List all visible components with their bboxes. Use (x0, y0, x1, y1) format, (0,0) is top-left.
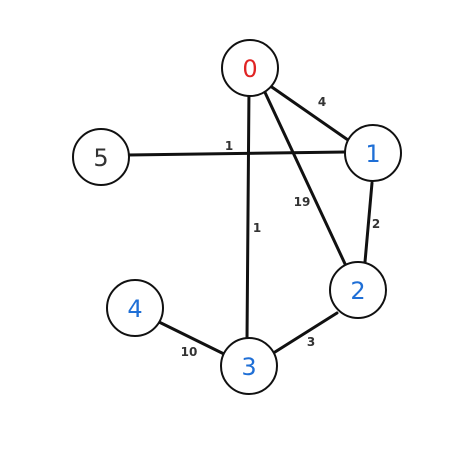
node-0: 0 (221, 39, 279, 97)
edges-layer (126, 81, 374, 356)
edge-weight-2-3: 3 (307, 335, 315, 349)
node-label-2: 2 (350, 277, 365, 305)
node-circle-2 (329, 261, 387, 319)
node-circle-5 (72, 128, 130, 186)
node-label-3: 3 (241, 353, 256, 381)
node-circle-4 (106, 279, 164, 337)
node-label-4: 4 (127, 295, 142, 323)
node-4: 4 (106, 279, 164, 337)
edge-weight-5-1: 1 (225, 139, 233, 153)
edge-weight-4-3: 10 (181, 345, 198, 359)
nodes-layer: 0 1 2 3 4 5 (72, 39, 402, 395)
node-label-1: 1 (365, 140, 380, 168)
edge-labels-layer: 4 19 1 1 2 3 10 (181, 95, 381, 359)
node-2: 2 (329, 261, 387, 319)
node-1: 1 (344, 124, 402, 182)
edge-weight-0-2: 19 (294, 195, 311, 209)
edge-0-1 (264, 81, 350, 142)
edge-0-3 (245, 86, 251, 342)
node-circle-3 (220, 337, 278, 395)
edge-4-3 (157, 320, 226, 356)
edge-weight-0-3: 1 (253, 221, 261, 235)
node-5: 5 (72, 128, 130, 186)
node-3: 3 (220, 337, 278, 395)
node-label-0: 0 (242, 55, 257, 83)
node-label-5: 5 (93, 144, 108, 172)
edge-weight-1-2: 2 (372, 217, 380, 231)
node-circle-0 (221, 39, 279, 97)
edge-5-1 (126, 150, 348, 157)
edge-0-2 (260, 84, 348, 268)
edge-2-3 (273, 311, 339, 354)
edge-weight-0-1: 4 (318, 95, 326, 109)
node-circle-1 (344, 124, 402, 182)
edge-1-2 (363, 181, 374, 264)
